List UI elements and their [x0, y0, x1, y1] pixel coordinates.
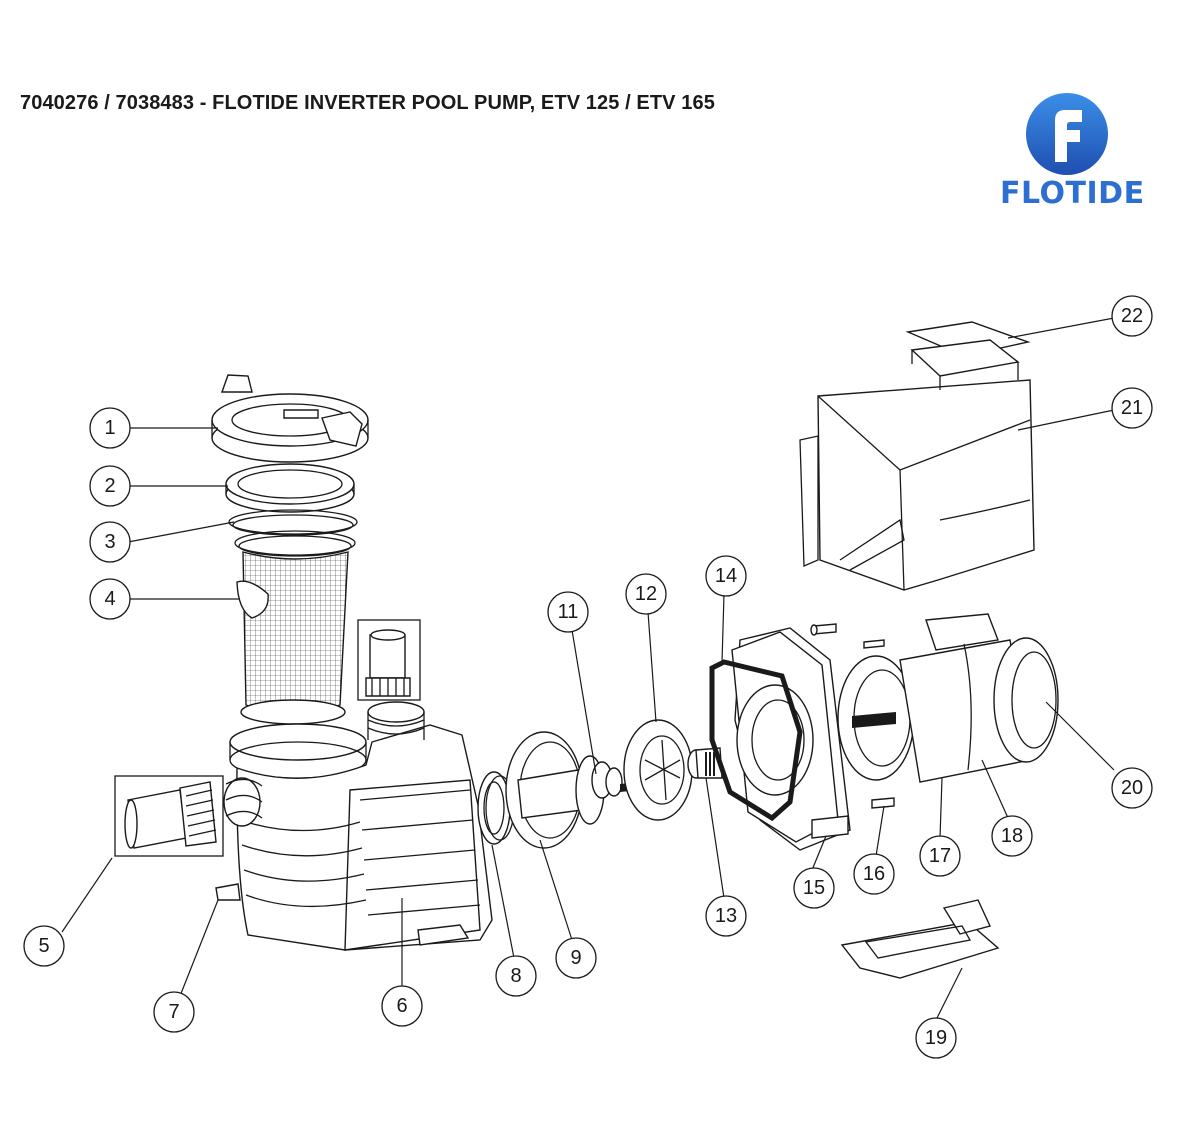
part-shaft-seal	[591, 761, 640, 799]
svg-text:3: 3	[104, 531, 115, 553]
svg-text:2: 2	[104, 475, 115, 497]
callout-19: 19	[915, 1017, 957, 1059]
callout-3: 3	[89, 521, 131, 563]
svg-text:11: 11	[558, 601, 579, 623]
callout-18: 18	[991, 815, 1033, 857]
svg-text:8: 8	[510, 965, 521, 987]
callout-22: 22	[1111, 295, 1153, 337]
part-top-union	[357, 619, 421, 701]
svg-text:15: 15	[803, 877, 825, 899]
flotide-logo: FLOTIDE	[1000, 92, 1145, 217]
part-gasket	[709, 659, 803, 822]
svg-text:20: 20	[1121, 777, 1143, 799]
svg-text:14: 14	[715, 565, 737, 587]
callout-15: 15	[793, 867, 835, 909]
leader-lines	[61, 317, 1115, 1021]
callout-4: 4	[89, 578, 131, 620]
part-o-ring	[228, 509, 358, 557]
svg-text:12: 12	[635, 583, 657, 605]
callout-6: 6	[381, 985, 423, 1027]
part-pump-housing	[215, 701, 493, 951]
part-diffuser	[505, 731, 605, 849]
callout-1: 1	[89, 407, 131, 449]
callout-7: 7	[153, 991, 195, 1033]
callout-5: 5	[23, 925, 65, 967]
svg-text:9: 9	[570, 947, 581, 969]
svg-text:5: 5	[38, 935, 49, 957]
logo-f-glyph	[1055, 110, 1082, 162]
callout-8: 8	[495, 955, 537, 997]
svg-text:16: 16	[863, 863, 885, 885]
svg-text:4: 4	[104, 588, 115, 610]
callout-13: 13	[705, 895, 747, 937]
callout-14: 14	[705, 555, 747, 597]
page-title: 7040276 / 7038483 - FLOTIDE INVERTER POO…	[20, 92, 715, 114]
callout-17: 17	[919, 835, 961, 877]
callout-21: 21	[1111, 387, 1153, 429]
svg-text:22: 22	[1121, 305, 1143, 327]
callout-9: 9	[555, 937, 597, 979]
svg-text:1: 1	[104, 417, 115, 439]
svg-text:18: 18	[1001, 825, 1023, 847]
part-impeller	[623, 719, 693, 821]
svg-text:19: 19	[925, 1027, 947, 1049]
part-lid-ring	[225, 463, 355, 513]
callout-12: 12	[625, 573, 667, 615]
part-lid	[211, 374, 369, 463]
svg-text:21: 21	[1121, 397, 1143, 419]
part-base-foot	[840, 899, 1000, 979]
svg-text:7: 7	[168, 1001, 179, 1023]
part-union-fitting	[114, 775, 224, 857]
svg-text:6: 6	[396, 995, 407, 1017]
svg-text:17: 17	[929, 845, 951, 867]
logo-wordmark: FLOTIDE	[1000, 176, 1145, 211]
callout-2: 2	[89, 465, 131, 507]
part-controller-cover	[799, 379, 1035, 591]
part-cover-plate	[905, 321, 1031, 390]
part-motor	[837, 613, 1059, 783]
part-seal-plate	[731, 627, 851, 851]
svg-text:13: 13	[715, 905, 737, 927]
callout-20: 20	[1111, 767, 1153, 809]
flotide-logo-mark	[1026, 93, 1108, 175]
callout-16: 16	[853, 853, 895, 895]
part-strainer-basket	[236, 551, 349, 725]
callout-11: 11	[547, 591, 589, 633]
